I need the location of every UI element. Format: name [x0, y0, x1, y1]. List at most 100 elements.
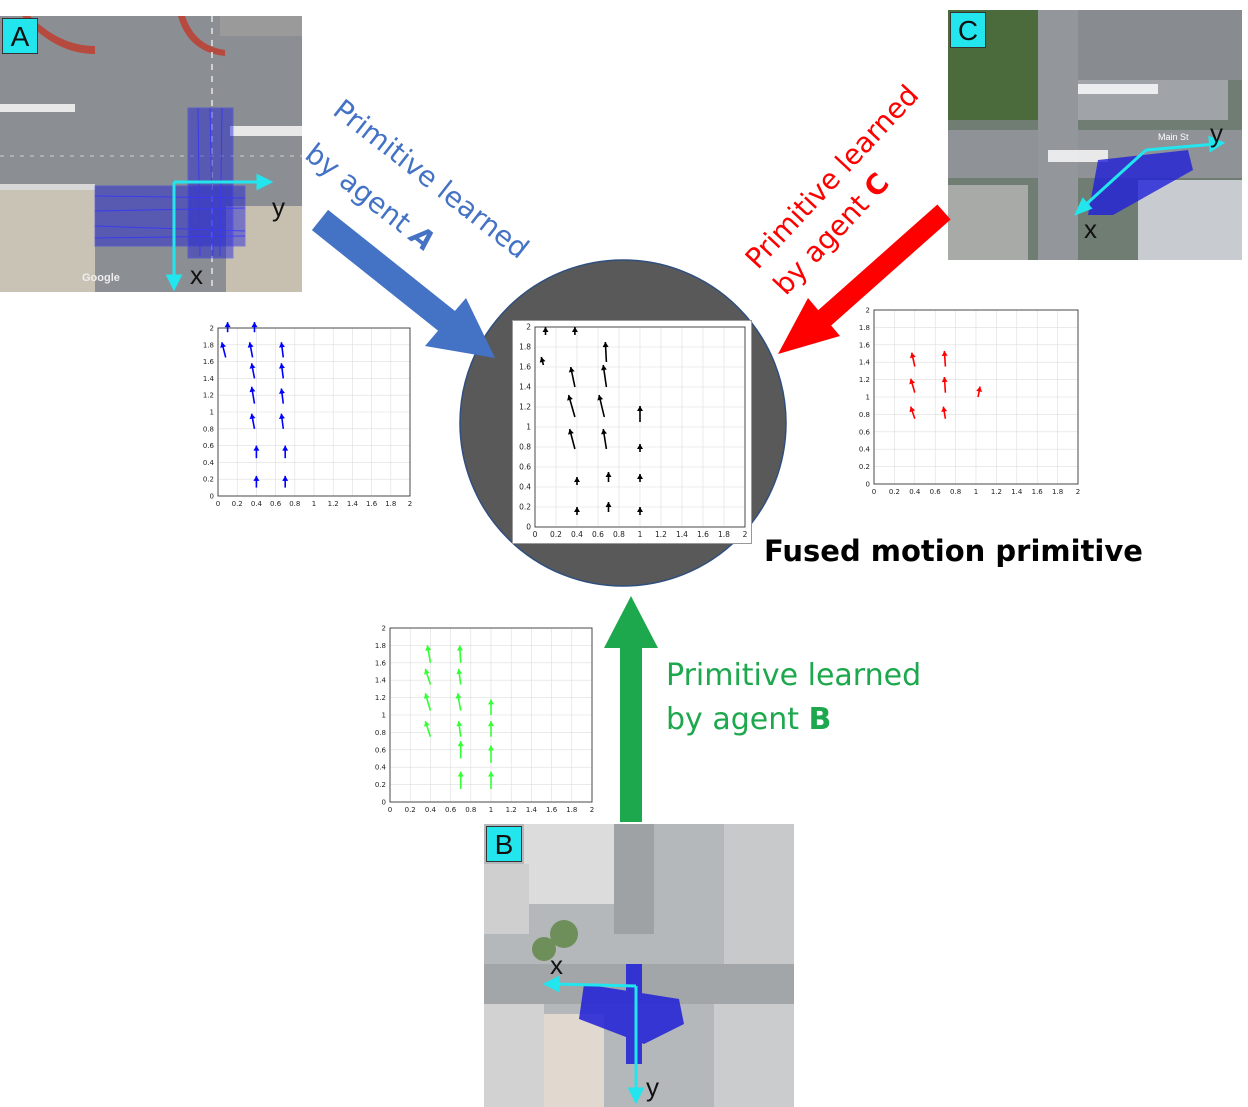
agent-a-quiver-arrow [279, 363, 285, 379]
fused-y-tick-label: 0.6 [519, 463, 531, 472]
agent-b-quiver-arrow [488, 699, 494, 715]
fused-x-tick-label: 1.4 [676, 530, 688, 539]
agent-c-quiver-arrow [976, 386, 983, 398]
agent-c-quiver-arrow [909, 378, 916, 393]
agent-a-quiver-arrow [224, 322, 231, 333]
agent-b-x-tick-label: 1.8 [566, 806, 577, 814]
fused-quiver-arrow [605, 502, 612, 512]
fused-y-tick-label: 1.6 [519, 363, 531, 372]
agent-c-y-tick-label: 0 [866, 481, 870, 489]
agent-a-y-tick-label: 0.8 [203, 425, 214, 433]
agent-b-y-tick-label: 1.2 [375, 694, 386, 702]
agent-b-quiver-arrow [456, 645, 463, 663]
agent-b-quiver-arrow [456, 668, 463, 685]
agent-a-map-graphic [0, 16, 302, 292]
fused-y-tick-label: 1.8 [519, 343, 531, 352]
fused-quiver-arrow [574, 477, 580, 485]
agent-c-quiver-arrow [909, 352, 916, 367]
fused-quiver-arrow [542, 327, 549, 335]
agent-b-quiver-arrow [488, 721, 494, 737]
agent-a-y-tick-label: 1.8 [203, 341, 214, 349]
agent-a-x-tick-label: 1.2 [328, 500, 339, 508]
fused-x-tick-label: 0.6 [592, 530, 604, 539]
agent-b-quiver-arrow [455, 693, 462, 711]
agent-a-y-tick-label: 0 [210, 493, 214, 501]
agent-c-plot-frame [873, 309, 1079, 485]
agent-b-fusion-arrow [604, 596, 658, 822]
agent-a-y-axis-label: y [272, 192, 285, 222]
fused-y-tick-label: 0 [526, 523, 531, 532]
agent-c-x-tick-label: 1.6 [1032, 488, 1044, 496]
fused-primitive-label: Fused motion primitive [764, 534, 1143, 568]
agent-a-quiver-arrow [251, 322, 258, 333]
agent-c-x-tick-label: 0.4 [909, 488, 921, 496]
agent-a-y-tick-label: 1 [210, 409, 214, 417]
fused-y-tick-label: 0.2 [519, 503, 531, 512]
fused-y-tick-label: 1 [526, 423, 531, 432]
agent-a-quiver-arrow [249, 386, 256, 404]
agent-a-x-tick-label: 0.6 [270, 500, 282, 508]
agent-b-caption-prefix: by agent [666, 702, 809, 737]
agent-c-map-graphic [948, 10, 1242, 260]
agent-c-x-tick-label: 1 [974, 488, 978, 496]
agent-b-quiver-arrow [425, 645, 432, 663]
agent-a-y-tick-label: 0.4 [203, 459, 215, 467]
agent-a-x-tick-label: 0.4 [251, 500, 263, 508]
agent-a-quiver-arrow [279, 388, 285, 404]
agent-a-y-tick-label: 1.2 [203, 392, 214, 400]
agent-a-y-tick-label: 0.6 [203, 442, 215, 450]
agent-c-y-tick-label: 1 [866, 394, 870, 402]
fused-quiver-arrow [601, 428, 608, 450]
agent-c-y-tick-label: 1.2 [859, 376, 870, 384]
fused-x-tick-label: 0.2 [550, 530, 562, 539]
fused-quiver-arrow [574, 507, 580, 515]
fused-quiver-arrow [605, 472, 612, 482]
fused-x-tick-label: 1.2 [655, 530, 667, 539]
fused-quiver-arrow [568, 428, 576, 450]
agent-c-x-tick-label: 1.8 [1052, 488, 1063, 496]
agent-b-quiver-arrow [488, 771, 494, 789]
fused-quiver-arrow [602, 341, 609, 363]
agent-c-y-tick-label: 1.4 [859, 359, 871, 367]
fused-x-tick-label: 0.8 [613, 530, 625, 539]
agent-b-quiver-arrow [457, 771, 464, 789]
agent-a-y-tick-label: 1.4 [203, 375, 215, 383]
agent-c-quiver-arrow [941, 350, 948, 367]
fused-plot-frame [534, 326, 746, 528]
agent-b-y-tick-label: 1.8 [375, 642, 386, 650]
agent-c-x-tick-label: 0 [872, 488, 876, 496]
agent-c-x-tick-label: 0.6 [930, 488, 942, 496]
agent-c-aerial-map: C y x Main St [948, 10, 1242, 260]
fused-quiver-arrow [600, 364, 608, 388]
agent-a-quiver-arrow [279, 413, 285, 429]
agent-a-quiver-arrow [279, 342, 285, 358]
fused-quiver-arrow [539, 356, 546, 366]
fused-quiver-arrow [567, 394, 576, 418]
agent-b-y-tick-label: 0.6 [375, 746, 387, 754]
fused-x-tick-label: 1.8 [718, 530, 730, 539]
agent-b-y-tick-label: 0.4 [375, 764, 387, 772]
agent-a-quiver-arrow [249, 413, 256, 429]
agent-b-caption-line1: Primitive learned [666, 658, 922, 693]
agent-c-fusion-arrow [778, 204, 951, 354]
agent-b-quiver-arrow [488, 745, 494, 763]
agent-b-x-tick-label: 2 [590, 806, 594, 814]
agent-a-quiver-arrow [220, 342, 227, 358]
agent-b-caption: Primitive learned by agent B [666, 654, 921, 742]
agent-b-y-tick-label: 0.8 [375, 729, 386, 737]
agent-a-x-tick-label: 1.4 [347, 500, 359, 508]
agent-b-aerial-map: B x y [484, 824, 794, 1107]
agent-b-badge: B [486, 826, 522, 862]
agent-b-x-tick-label: 0 [388, 806, 392, 814]
agent-b-x-tick-label: 0.6 [445, 806, 457, 814]
agent-b-y-tick-label: 1 [382, 712, 386, 720]
agent-c-y-tick-label: 0.6 [859, 428, 871, 436]
agent-a-y-tick-label: 0.2 [203, 476, 214, 484]
agent-b-x-tick-label: 1.6 [546, 806, 558, 814]
fused-y-tick-label: 0.8 [519, 443, 531, 452]
fused-quiver-arrow [637, 474, 643, 482]
agent-a-quiver-arrow [282, 445, 289, 459]
agent-b-quiver-arrow [456, 720, 463, 737]
agent-a-quiver-arrow [253, 445, 260, 459]
